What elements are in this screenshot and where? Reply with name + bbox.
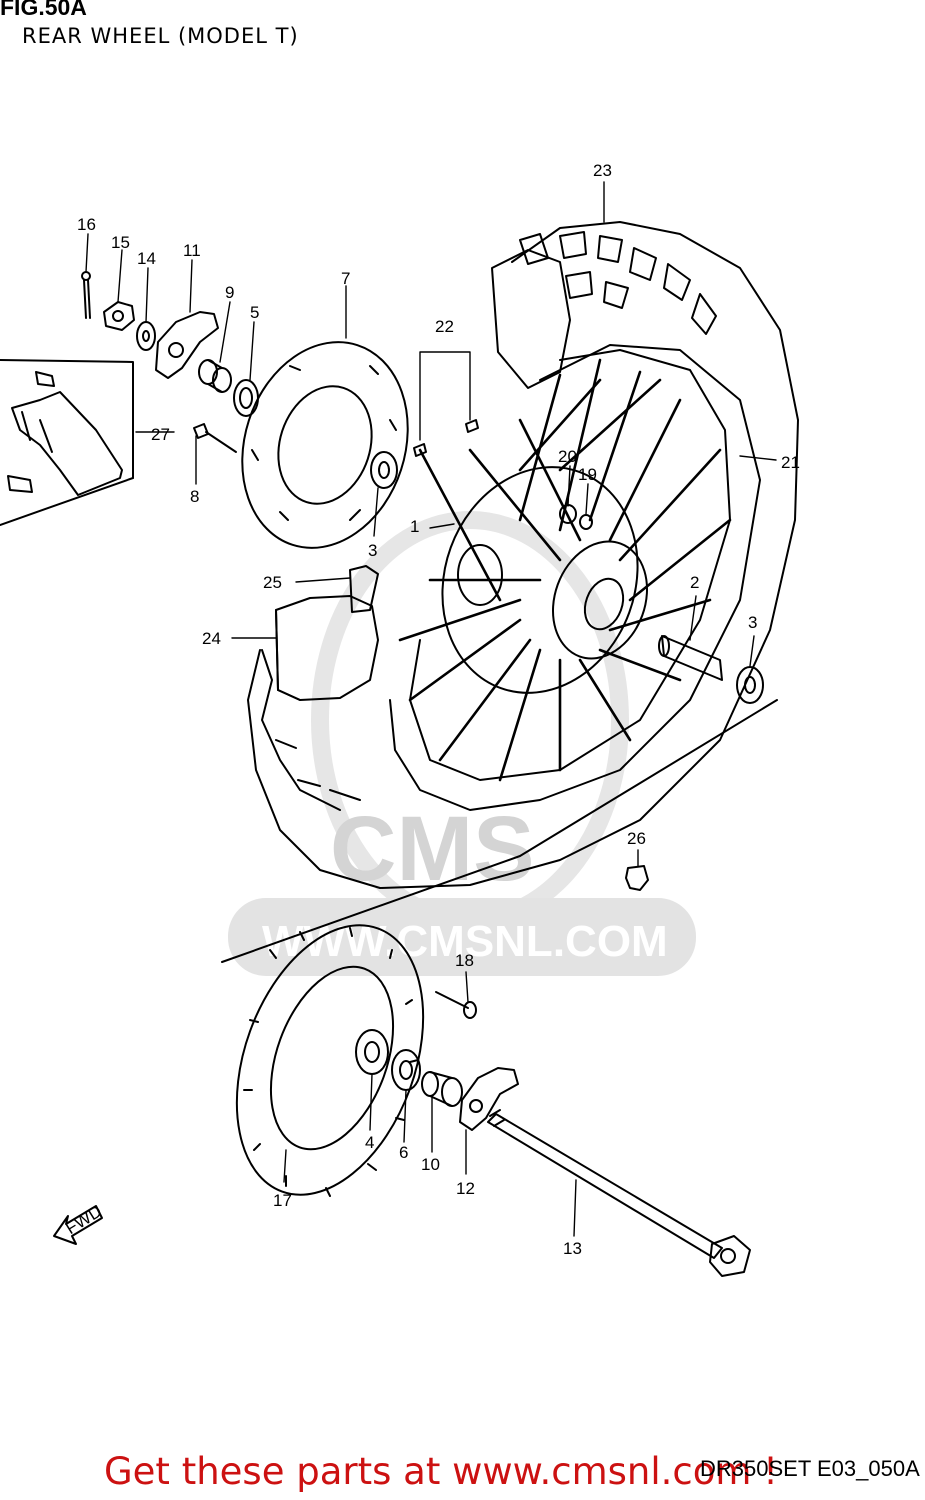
dust-seal (233, 379, 259, 417)
washer (136, 321, 156, 351)
callout-1: 1 (410, 517, 419, 536)
callout-13: 13 (563, 1239, 582, 1258)
hub-spacer (658, 635, 723, 681)
callout-18: 18 (455, 951, 474, 970)
callout-19: 19 (578, 465, 597, 484)
callout-17: 17 (273, 1191, 292, 1210)
axle-spacer (421, 1071, 463, 1107)
callout-5: 5 (250, 303, 259, 322)
callout-25: 25 (263, 573, 282, 592)
callout-26: 26 (627, 829, 646, 848)
brake-disc (241, 341, 409, 549)
fwd-label: FWD (62, 1202, 105, 1239)
hub-bolt-small (579, 514, 593, 530)
callout-22: 22 (435, 317, 454, 336)
callout-2: 2 (690, 573, 699, 592)
callout-20: 20 (558, 447, 577, 466)
callout-12: 12 (456, 1179, 475, 1198)
leader-lines (85, 181, 777, 1237)
watermark: CMS WWW.CMSNL.COM (228, 511, 696, 976)
callout-16: 16 (77, 215, 96, 234)
spoke-nipples (413, 419, 479, 457)
watermark-logo-text: CMS (330, 798, 534, 900)
callout-4: 4 (365, 1133, 374, 1152)
callout-21: 21 (781, 453, 800, 472)
spacer (198, 359, 232, 393)
callout-8: 8 (190, 487, 199, 506)
axle-nut (103, 301, 135, 331)
section-divider (221, 699, 778, 963)
chain-adjuster-left (155, 311, 219, 379)
callout-11: 11 (183, 241, 201, 260)
drawing-code: DR350SET E03_050A (700, 1456, 920, 1481)
disc-bolt (193, 423, 237, 453)
bearing-right (736, 666, 764, 704)
promo-link[interactable]: Get these parts at www.cmsnl.com ! (104, 1450, 779, 1493)
sprocket-bolt (435, 991, 477, 1019)
spokes (398, 358, 732, 782)
sprocket-bearing (355, 1029, 389, 1075)
rear-wheel (247, 221, 799, 889)
callout-27: 27 (151, 425, 170, 444)
callout-3b: 3 (748, 613, 757, 632)
valve-cap (625, 865, 649, 891)
inner-tube (275, 565, 379, 701)
callout-6: 6 (399, 1143, 408, 1162)
figure-number: FIG.50A (0, 0, 87, 20)
callout-14: 14 (137, 249, 156, 268)
chain-adjuster-right (459, 1067, 519, 1131)
callout-24: 24 (202, 629, 221, 648)
callout-7: 7 (341, 269, 350, 288)
watermark-url: WWW.CMSNL.COM (262, 917, 668, 966)
cotter-pin (81, 271, 91, 319)
callout-15: 15 (111, 233, 130, 252)
callout-9: 9 (225, 283, 234, 302)
fwd-arrow-icon (53, 1205, 103, 1245)
callout-10: 10 (421, 1155, 440, 1174)
callout-3: 3 (368, 541, 377, 560)
callout-23: 23 (593, 161, 612, 180)
chain-guard-group (0, 359, 134, 526)
bearing-left (370, 451, 398, 489)
rear-axle (487, 1109, 751, 1277)
figure-title: REAR WHEEL (MODEL T) (22, 24, 299, 48)
